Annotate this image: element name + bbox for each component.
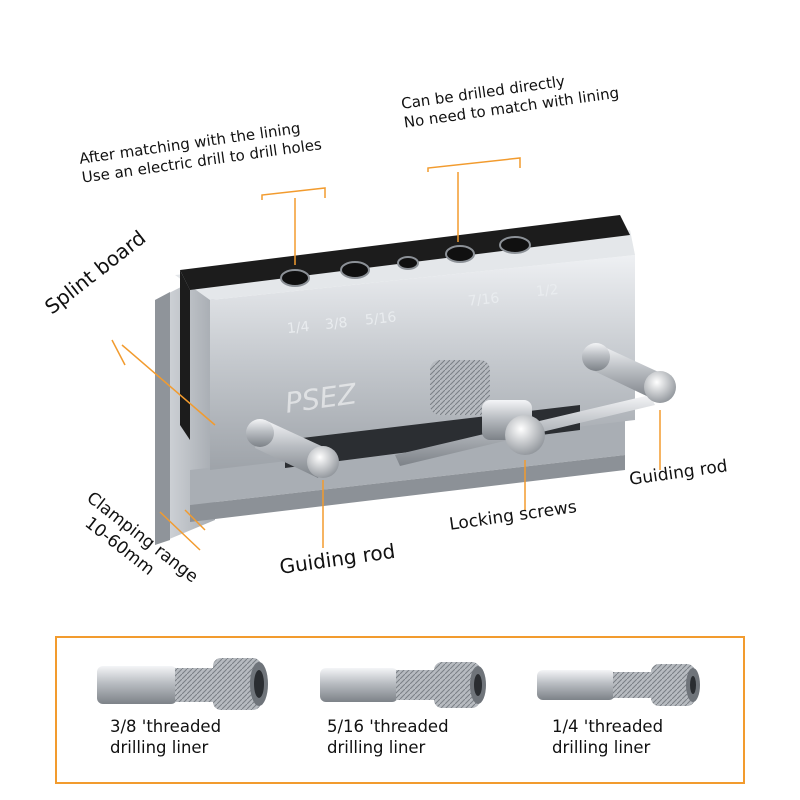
hole-size-label: 1/4: [286, 318, 311, 338]
liner-panel: 3/8 'threaded drilling liner 5/16 'threa…: [55, 636, 745, 784]
hole-size-label: 3/8: [324, 314, 349, 334]
locking-screw-head: [505, 415, 545, 455]
liner-item: 5/16 'threaded drilling liner: [305, 638, 525, 782]
liner-item: 1/4 'threaded drilling liner: [522, 638, 742, 782]
callout-lines: [111, 157, 661, 551]
liner-caption: 1/4 'threaded drilling liner: [552, 717, 664, 758]
liner-item: 3/8 'threaded drilling liner: [82, 638, 302, 782]
liner-caption: 5/16 'threaded drilling liner: [327, 717, 449, 758]
threaded-liner-icon: [97, 658, 268, 710]
hole-size-label: 1/2: [535, 281, 560, 301]
drill-holes: [280, 236, 531, 287]
hole-size-label: 5/16: [364, 309, 398, 329]
threaded-liner-icon: [537, 664, 700, 706]
hole-size-label: 7/16: [467, 290, 501, 310]
liner-caption: 3/8 'threaded drilling liner: [110, 717, 222, 758]
threaded-liner-icon: [320, 662, 486, 708]
dowel-jig-illustration: [111, 157, 676, 551]
locking-screw-knurl: [430, 360, 490, 415]
